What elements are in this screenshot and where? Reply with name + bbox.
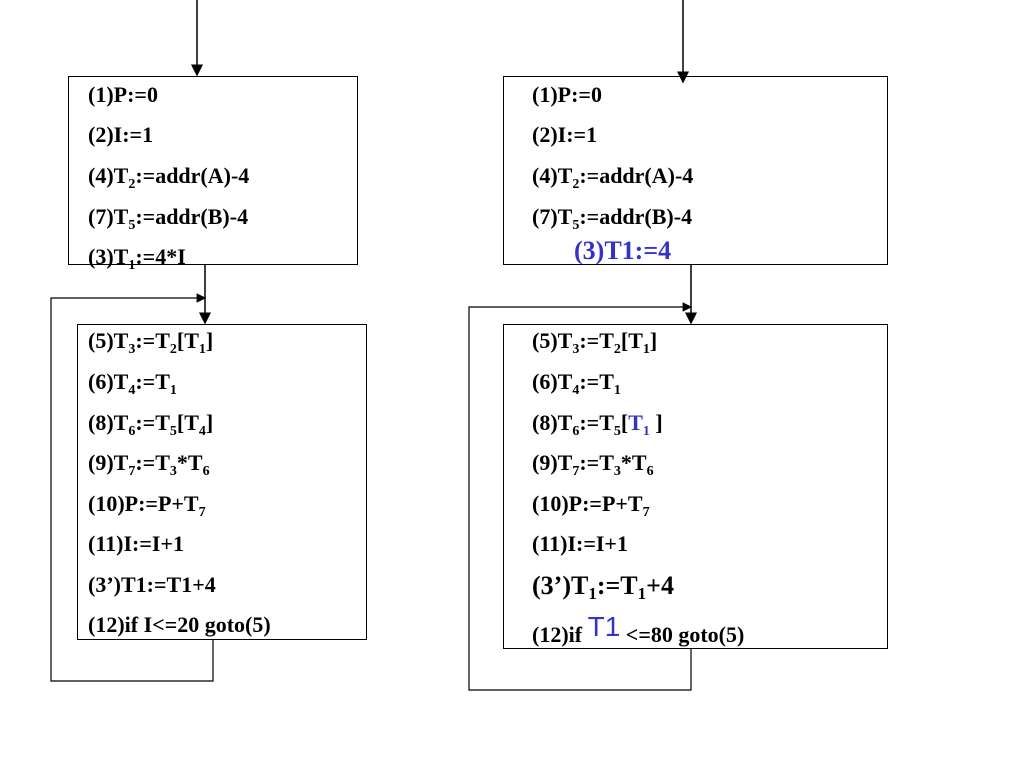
right-b2-line-11: (11)I:=I+1	[532, 531, 628, 556]
right-b1-line-2: (2)I:=1	[532, 122, 598, 147]
left-b1-line-3: (4)T2:=addr(A)-4	[88, 163, 250, 192]
right-b2-line-6: (6)T4:=T1	[532, 369, 621, 398]
left-block-2	[77, 324, 367, 640]
left-b2-line-9: (9)T7:=T3*T6	[88, 450, 210, 479]
right-b1-line-1: (1)P:=0	[532, 82, 602, 107]
right-b2-line-9: (9)T7:=T3*T6	[532, 450, 654, 479]
left-b2-line-8: (8)T6:=T5[T4]	[88, 410, 214, 439]
right-b2-line-8: (8)T6:=T5[T1 ]	[532, 410, 663, 439]
right-moved-statement: (3)T1:=4	[574, 236, 672, 265]
substituted-t1-condition: T1	[587, 611, 621, 642]
left-loop-edge	[50, 293, 214, 682]
left-block-1	[68, 76, 358, 265]
right-block-1	[503, 76, 888, 265]
left-b2-line-5: (5)T3:=T2[T1]	[88, 328, 214, 357]
left-b1-line-2: (2)I:=1	[88, 122, 154, 147]
right-b1-line-4: (7)T5:=addr(B)-4	[532, 204, 693, 233]
left-b1-line-5: (3)T1:=4*I	[88, 244, 186, 273]
left-b2-line-11: (11)I:=I+1	[88, 531, 184, 556]
left-b2-line-3p: (3’)T1:=T1+4	[88, 572, 216, 597]
right-b2-line-12: (12)if T1 <=80 goto(5)	[532, 611, 745, 648]
left-b1-line-4: (7)T5:=addr(B)-4	[88, 204, 249, 233]
right-b1-line-3: (4)T2:=addr(A)-4	[532, 163, 694, 192]
right-b2-line-5: (5)T3:=T2[T1]	[532, 328, 658, 357]
right-b2-line-10: (10)P:=P+T7	[532, 491, 650, 520]
right-loop-edge	[468, 302, 693, 691]
left-b1-line-1: (1)P:=0	[88, 82, 158, 107]
right-block-2	[503, 324, 888, 649]
right-b2-line-3p: (3’)T1:=T1+4	[532, 571, 674, 603]
left-b2-line-12: (12)if I<=20 goto(5)	[88, 612, 271, 637]
substituted-t1: T	[628, 410, 643, 435]
left-b2-line-6: (6)T4:=T1	[88, 369, 177, 398]
left-b2-line-10: (10)P:=P+T7	[88, 491, 206, 520]
